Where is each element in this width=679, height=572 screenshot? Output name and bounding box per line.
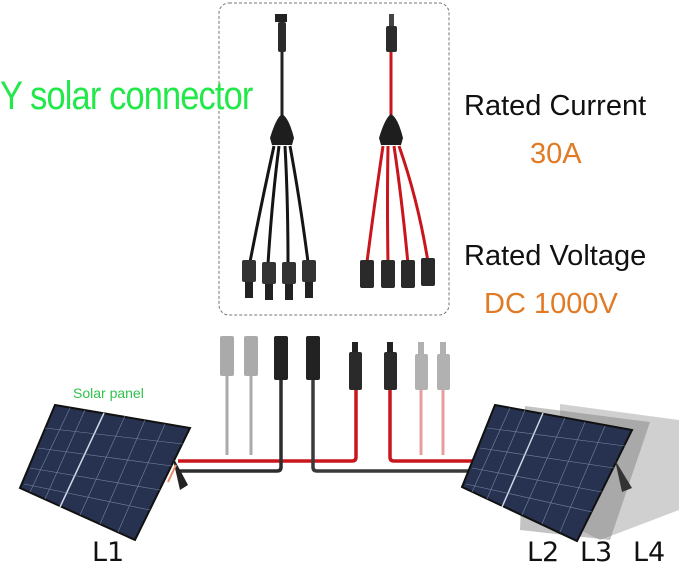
solar-panel-l2-icon	[460, 403, 634, 543]
label-l3: L3	[580, 537, 613, 568]
rated-voltage-value: DC 1000V	[484, 288, 618, 320]
label-l2: L2	[527, 537, 560, 568]
red-y-connector-icon	[360, 14, 435, 288]
black-cable-left	[178, 380, 283, 473]
red-connectors-icon	[349, 342, 397, 390]
rated-current-label: Rated Current	[464, 90, 647, 122]
solar-panel-l1-icon	[18, 403, 192, 542]
label-l1: L1	[92, 537, 125, 568]
faded-black-connectors-icon	[220, 336, 258, 455]
rated-voltage-label: Rated Voltage	[464, 240, 647, 272]
black-y-connector-icon	[242, 14, 316, 300]
label-l4: L4	[633, 537, 666, 568]
faded-red-connectors-icon	[415, 342, 450, 455]
black-cable-right	[311, 380, 475, 473]
product-frame	[218, 2, 450, 316]
red-cable-left	[178, 390, 358, 463]
solar-panel-caption: Solar panel	[73, 385, 144, 401]
rated-current-value: 30A	[530, 138, 582, 170]
red-cable-right	[388, 390, 480, 463]
page-title: Y solar connector	[0, 74, 253, 118]
black-connectors-icon	[274, 336, 320, 380]
